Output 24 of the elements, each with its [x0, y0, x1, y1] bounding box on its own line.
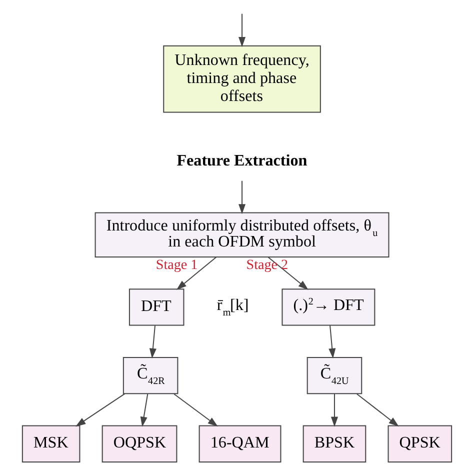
arrow: [238, 13, 246, 47]
arrow: [174, 393, 218, 426]
node-box: 16-QAM: [198, 424, 282, 462]
arrow: [356, 393, 399, 426]
node-text: Feature Extraction: [176, 152, 308, 169]
arrow: [149, 325, 156, 358]
node-box: MSK: [22, 424, 80, 462]
node-box: BPSK: [302, 424, 366, 462]
arrow: [330, 393, 338, 426]
arrow: [328, 325, 336, 358]
arrow: [76, 392, 125, 426]
arrow: [176, 256, 217, 290]
node-box: QPSK: [388, 424, 452, 462]
arrow: [140, 393, 148, 426]
arrow: [268, 256, 308, 290]
node-box: OQPSK: [102, 424, 178, 462]
node-box: DFT: [128, 288, 184, 326]
node-box: Introduce uniformly distributed offsets, θ$_{u}$ in each OFDM symbol: [94, 212, 390, 257]
node-box: Unknown frequency, timing and phase offsets: [163, 44, 321, 112]
arrow: [238, 180, 246, 214]
edge-label: Stage 1: [156, 256, 198, 273]
edge-label: Stage 2: [246, 256, 288, 273]
node-box: (.)$^{2}$→ DFT: [282, 288, 376, 326]
label: r̄$_{m}$[k]: [216, 296, 249, 318]
